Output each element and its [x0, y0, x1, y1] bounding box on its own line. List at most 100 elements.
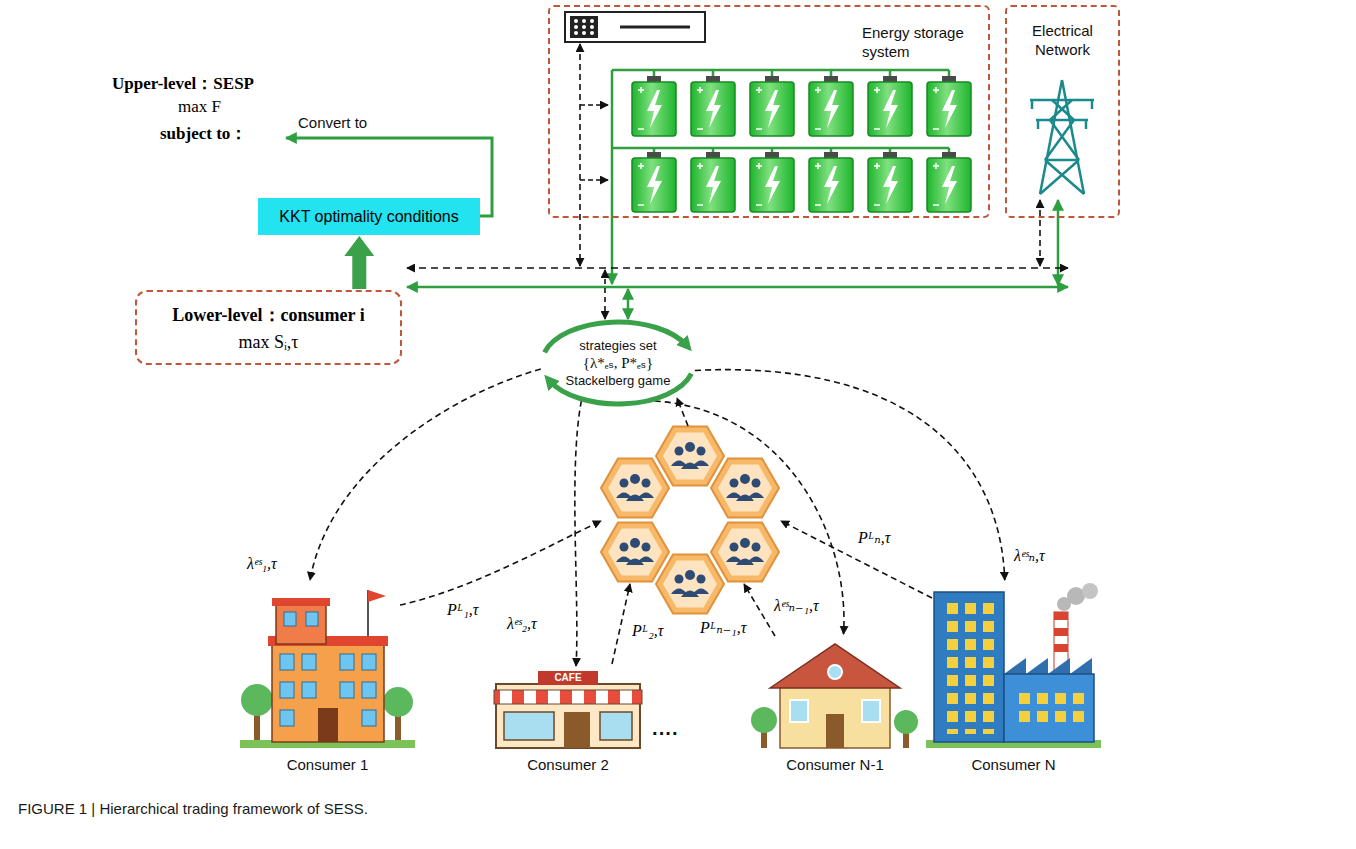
factory-picture	[1012, 690, 1086, 728]
label-holder: ····	[652, 722, 679, 745]
cafe-picture	[494, 671, 642, 748]
edge-label: λᵉˢₙ₋₁,τ	[772, 596, 821, 615]
community-hexagons	[656, 427, 724, 486]
factory-picture	[926, 583, 1101, 748]
node-text: Electrical Network	[1013, 21, 1113, 59]
consumer-node: Consumer N	[926, 582, 1101, 773]
node-text: Consumer 1	[287, 756, 369, 773]
cafe-picture	[564, 712, 590, 748]
battery-bank	[612, 70, 971, 212]
bus-lines	[1057, 200, 1060, 285]
cycle-arc	[545, 322, 687, 352]
school-picture	[318, 708, 338, 742]
lower-level-box: Lower-level：consumer imax Sᵢ,τ	[135, 290, 402, 365]
bus-lines	[604, 270, 606, 319]
label-text: Pᴸₙ,τ	[856, 528, 892, 547]
school-picture	[240, 590, 415, 748]
battery-bank	[868, 76, 912, 136]
controller-icon	[582, 19, 586, 23]
tower-icon	[1040, 100, 1084, 194]
node-text: KKT optimality conditions	[279, 208, 458, 226]
school-picture	[340, 682, 354, 698]
consumer-node: Consumer 1	[240, 582, 415, 773]
stackelberg-cycle: strategies set{λ*ₑₛ, P*ₑₛ}Stackelberg ga…	[538, 318, 698, 408]
node-text: strategies set	[579, 338, 656, 353]
battery-bank	[612, 70, 949, 152]
controller-icon	[590, 25, 594, 29]
label-text: Convert to	[298, 114, 367, 131]
label-text: CAFE	[538, 671, 598, 685]
label-text: Upper-level：SESP	[112, 72, 254, 95]
school-picture	[368, 590, 386, 602]
label-text: max F	[178, 97, 221, 117]
school-picture	[241, 684, 273, 716]
house-picture	[826, 714, 844, 748]
consumer-node: Consumer N-1	[750, 636, 920, 773]
kkt-box: KKT optimality conditions	[258, 198, 480, 235]
community-hexagons	[601, 427, 779, 614]
community-hexagons	[656, 555, 724, 614]
community-hexagons	[601, 459, 669, 518]
school-picture	[276, 604, 326, 644]
storage-box: Energy storage system	[548, 5, 990, 218]
community-hexagons	[601, 523, 669, 582]
house-picture	[894, 710, 918, 734]
tower-icon	[1030, 80, 1094, 194]
battery-bank	[927, 152, 971, 212]
storage-links	[579, 44, 581, 266]
controller-icon	[574, 31, 578, 35]
factory-picture	[1004, 658, 1092, 674]
tower-icon	[1032, 100, 1092, 129]
school-picture	[280, 682, 294, 698]
dashed-arrow	[655, 401, 844, 634]
controller-icon	[565, 12, 705, 42]
house-picture	[862, 700, 880, 722]
factory-picture	[1054, 644, 1068, 652]
load-arrows	[400, 521, 601, 605]
storage-links	[580, 44, 612, 284]
dashed-arrow	[695, 370, 1005, 580]
consumer-node: Consumer 2	[488, 668, 648, 773]
bus-lines	[1039, 200, 1041, 266]
school-picture	[280, 654, 294, 670]
dashed-arrow	[575, 401, 582, 666]
controller-icon	[582, 25, 586, 29]
factory-picture	[1082, 583, 1098, 599]
load-arrows	[612, 584, 630, 664]
label-holder: Pᴸ₂,τ	[630, 622, 665, 640]
battery-bank	[750, 76, 794, 136]
dashed-arrow	[310, 369, 541, 580]
battery-bank	[809, 152, 853, 212]
controller-icon	[565, 12, 705, 42]
controller-icon	[590, 31, 594, 35]
controller-icon	[582, 31, 586, 35]
label-text: Pᴸ₁,τ	[445, 601, 480, 619]
tower-icon	[1040, 80, 1084, 194]
label-holder: FIGURE 1 | Hierarchical trading framewor…	[18, 800, 368, 817]
controller-icon	[570, 16, 598, 38]
house-picture	[751, 707, 777, 733]
load-arrows	[677, 398, 688, 426]
school-picture	[302, 682, 316, 698]
school-picture	[362, 710, 376, 726]
cafe-picture	[538, 671, 598, 685]
battery-bank	[691, 76, 735, 136]
node-text: {λ*ₑₛ, P*ₑₛ}	[583, 354, 653, 372]
node-text: Consumer N	[971, 756, 1055, 773]
network-box: Electrical Network	[1005, 5, 1120, 218]
battery-bank	[632, 152, 676, 212]
school-picture	[284, 612, 296, 626]
bus-lines	[407, 286, 1068, 289]
cycle-arc	[549, 374, 691, 404]
school-picture	[272, 644, 384, 742]
school-picture	[340, 654, 354, 670]
house-picture	[828, 665, 842, 679]
label-holder: Pᴸₙ,τ	[856, 528, 892, 547]
label-holder: Upper-level：SESP	[112, 72, 254, 95]
battery-bank	[691, 152, 735, 212]
cafe-picture	[600, 712, 632, 740]
battery-bank	[927, 76, 971, 136]
factory-picture	[934, 592, 1004, 742]
factory-picture	[940, 598, 1000, 734]
label-holder: λᵉˢₙ,τ	[1012, 546, 1047, 565]
